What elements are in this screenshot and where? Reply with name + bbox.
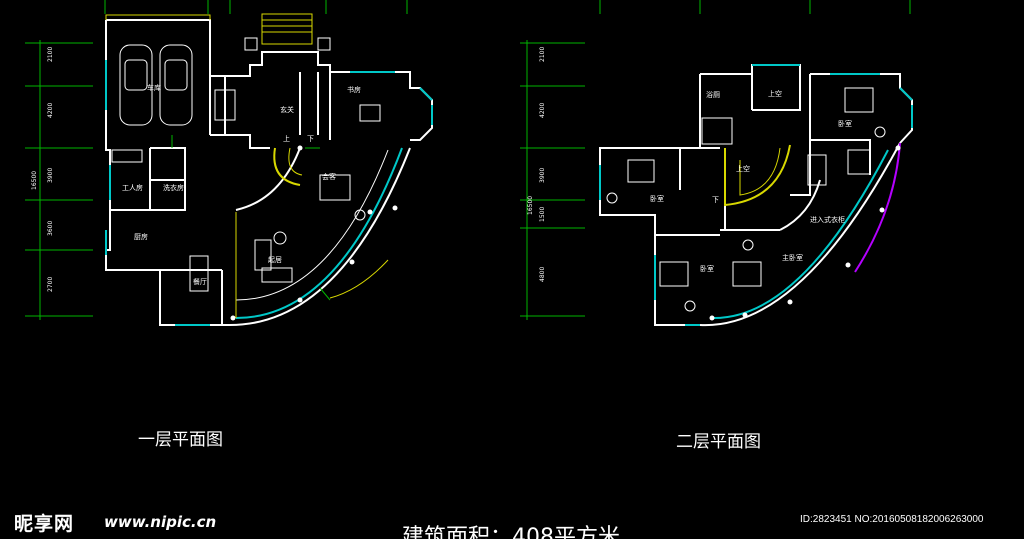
stair-down-label-2: 下 <box>712 196 719 204</box>
room-master: 主卧室 <box>782 253 803 262</box>
plan-2-second-floor: 2100 4200 3900 1500 4800 16500 <box>520 0 913 327</box>
room-dining: 餐厅 <box>193 277 207 286</box>
building-area: 建筑面积：408平方米 <box>402 525 620 539</box>
dim-1-0: 2100 <box>47 47 54 62</box>
plan-1-title: 一层平面图 <box>138 430 223 450</box>
room-void-1: 上空 <box>768 89 782 98</box>
room-garage: 车库 <box>147 83 161 92</box>
plan-2-title: 二层平面图 <box>676 432 761 452</box>
stair-up-label: 上 <box>283 134 290 143</box>
dim-1-4: 2700 <box>47 277 54 292</box>
plan-1-ground-floor: 2100 4200 3900 3600 2700 16500 <box>25 0 433 326</box>
dim-2-total: 16500 <box>527 196 534 215</box>
dim-1-2: 3900 <box>47 168 54 183</box>
dim-2-1: 4200 <box>539 103 546 118</box>
room-void-2: 上空 <box>736 164 750 173</box>
dim-2-4: 4800 <box>539 267 546 282</box>
dim-2-3: 1500 <box>539 207 546 222</box>
room-walkin: 进入式衣柜 <box>810 215 845 224</box>
watermark-logo: 昵享网 <box>14 513 75 535</box>
dim-1-1: 4200 <box>47 103 54 118</box>
room-bath: 浴厕 <box>706 90 720 99</box>
room-bedroom-2: 卧室 <box>650 194 664 203</box>
room-kitchen: 厨房 <box>134 232 148 241</box>
dim-2-0: 2100 <box>539 47 546 62</box>
room-living: 起居 <box>268 256 282 264</box>
room-reception: 会客 <box>322 172 336 181</box>
dim-1-3: 3600 <box>47 221 54 236</box>
dim-1-total: 16500 <box>31 171 38 190</box>
room-bedroom-3: 卧室 <box>700 264 714 273</box>
stair-down-label: 下 <box>307 135 314 143</box>
watermark-url: www.nipic.cn <box>104 513 217 531</box>
room-foyer: 玄关 <box>280 105 294 114</box>
room-laundry: 洗衣房 <box>163 183 184 192</box>
room-study: 书房 <box>347 85 361 94</box>
room-bedroom-1: 卧室 <box>838 119 852 128</box>
room-servant: 工人房 <box>122 183 143 192</box>
watermark-id: ID:2823451 NO:20160508182006263000 <box>800 514 984 525</box>
dim-2-2: 3900 <box>539 168 546 183</box>
